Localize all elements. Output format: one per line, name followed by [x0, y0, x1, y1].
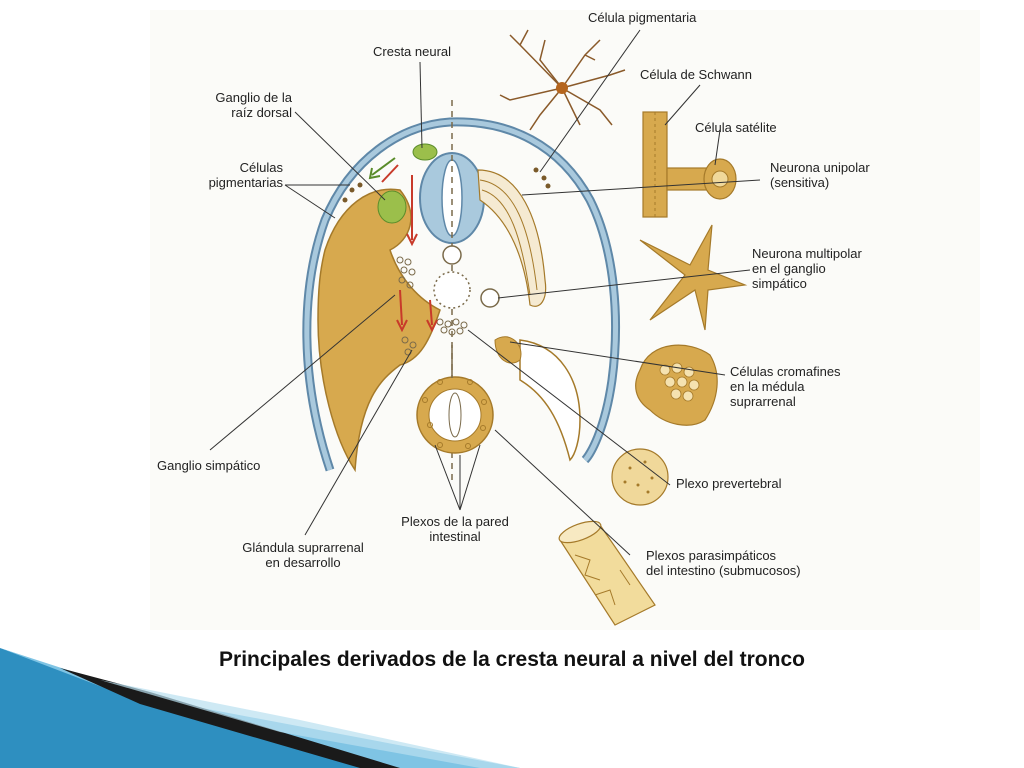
label-plexos-pared-intestinal: Plexos de la pared intestinal	[401, 514, 509, 544]
label-glandula-suprarrenal: Glándula suprarrenal en desarrollo	[242, 540, 364, 570]
label-plexo-prevertebral: Plexo prevertebral	[676, 476, 782, 491]
nerve-fiber	[479, 179, 538, 291]
gut-plexus	[422, 379, 487, 449]
prevertebral-plexus-illustration	[611, 448, 669, 506]
label-cresta-neural: Cresta neural	[373, 44, 452, 59]
chromaffin-cells-illustration	[635, 344, 718, 426]
label-ganglio-simpatico: Ganglio simpático	[157, 458, 261, 473]
intestine-tube-illustration	[558, 520, 656, 626]
leader-lines	[209, 29, 761, 556]
mesoderm-right	[519, 339, 581, 462]
schwann-cell-illustration	[642, 111, 737, 218]
aorta	[433, 271, 471, 309]
sympathetic-chain	[480, 288, 500, 308]
prevertebral-dots	[623, 460, 654, 494]
label-celula-pigmentaria: Célula pigmentaria	[588, 10, 697, 25]
gut-inner	[448, 392, 462, 438]
label-celula-schwann: Célula de Schwann	[640, 67, 753, 82]
diagram-background	[150, 10, 980, 630]
migration-arrows	[381, 164, 438, 333]
pigment-cells	[342, 167, 551, 203]
dorsal-root-ganglion	[377, 190, 407, 224]
spinal-nerve	[477, 169, 547, 307]
pigment-cell-illustration	[499, 29, 626, 131]
green-arrow	[368, 157, 396, 180]
label-neurona-unipolar: Neurona unipolar (sensitiva)	[770, 160, 870, 190]
gut-lumen	[428, 388, 482, 442]
label-ganglio-raiz-dorsal: Ganglio de la raíz dorsal	[215, 90, 292, 120]
neural-crest-diagram	[150, 10, 980, 630]
mesoderm-left	[317, 188, 441, 473]
notochord	[442, 245, 462, 265]
ectoderm-inner	[304, 119, 619, 471]
pigment-cell-body	[556, 82, 568, 94]
label-celula-satelite: Célula satélite	[695, 120, 777, 135]
preaortic-cells	[396, 256, 468, 356]
label-celulas-pigmentarias: Células pigmentarias	[208, 160, 283, 190]
chromaffin-cell-group	[659, 362, 700, 402]
multipolar-neuron-illustration	[639, 224, 748, 331]
footer-band-dark	[60, 668, 400, 768]
footer-band-pale	[100, 680, 520, 768]
neural-crest-cell	[412, 143, 438, 161]
slide-caption: Principales derivados de la cresta neura…	[219, 648, 805, 671]
label-plexos-parasimpaticos: Plexos parasimpáticos del intestino (sub…	[646, 548, 801, 578]
nerve-fiber	[481, 189, 531, 296]
adrenal-gland	[494, 336, 522, 364]
label-neurona-multipolar: Neurona multipolar en el ganglio simpáti…	[752, 246, 862, 291]
label-celulas-cromafines: Células cromafines en la médula suprarre…	[730, 364, 841, 409]
